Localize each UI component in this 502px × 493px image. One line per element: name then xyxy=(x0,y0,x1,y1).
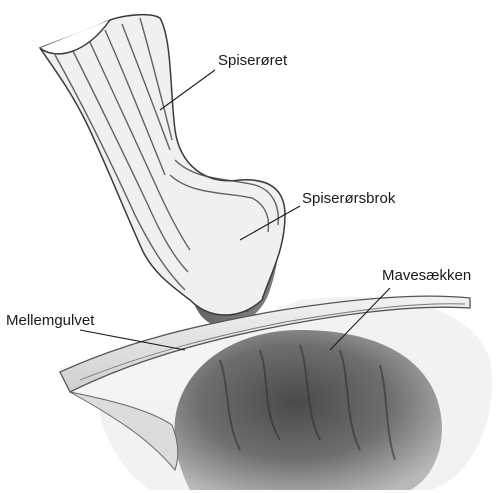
label-esophagus: Spiserøret xyxy=(218,52,287,70)
label-stomach: Mavesækken xyxy=(382,267,471,285)
label-diaphragm: Mellemgulvet xyxy=(6,312,94,330)
label-hernia: Spiserørsbrok xyxy=(302,190,395,208)
